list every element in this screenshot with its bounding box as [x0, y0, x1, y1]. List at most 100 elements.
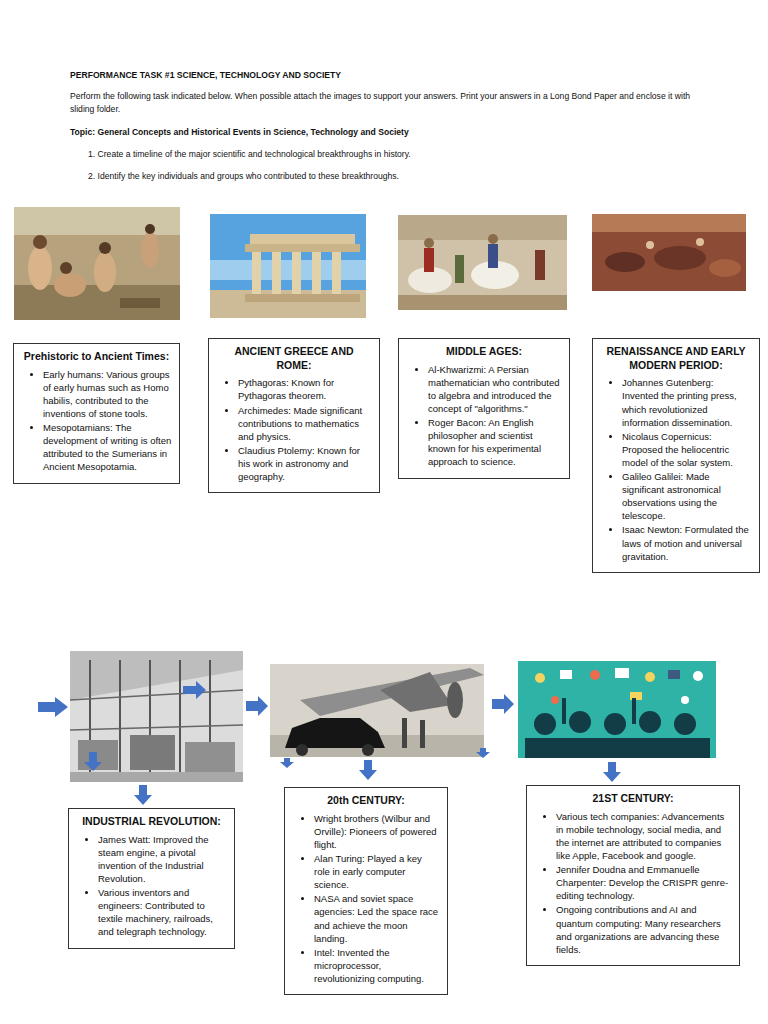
illustration-shape [312, 252, 321, 294]
contributor-item: Al-Khwarizmi: A Persian mathematician wh… [428, 363, 562, 415]
illustration-shape [639, 711, 661, 733]
illustration-shape [592, 214, 746, 291]
illustration-shape [179, 660, 181, 782]
illustration-shape [402, 718, 407, 748]
illustration-shape [296, 744, 308, 756]
contributor-item: Nicolaus Copernicus: Proposed the helioc… [622, 430, 752, 469]
illustration-shape [569, 711, 591, 733]
illustration-shape [28, 246, 52, 290]
illustration-shape [590, 670, 600, 680]
illustration-shape [398, 215, 567, 310]
illustration-shape [632, 698, 636, 724]
contributor-item: Alan Turing: Played a key role in early … [314, 852, 440, 891]
timeline-box: INDUSTRIAL REVOLUTION:James Watt: Improv… [68, 808, 235, 949]
illustration-shape [130, 735, 175, 770]
illustration-shape [332, 252, 341, 294]
illustration-shape [654, 246, 706, 270]
factory-engraving [70, 651, 243, 782]
illustration-shape [185, 742, 235, 772]
down-arrow [134, 785, 152, 805]
illustration-shape [646, 241, 654, 249]
era-heading: Prehistoric to Ancient Times: [21, 350, 172, 364]
timeline-box: 20th CENTURY: Wright brothers (Wilbur and… [284, 787, 448, 995]
contributor-item: Isaac Newton: Formulated the laws of mot… [622, 523, 752, 562]
illustration-shape [615, 668, 629, 678]
illustration-shape [14, 207, 180, 320]
contributor-list: Pythagoras: Known for Pythagoras theorem… [216, 376, 372, 483]
illustration-shape [210, 290, 366, 318]
document-title: PERFORMANCE TASK #1 SCIENCE, TECHNOLOGY … [70, 69, 720, 82]
illustration-shape [14, 285, 180, 320]
contributor-item: NASA and soviet space agencies: Led the … [314, 892, 440, 944]
contributor-list: Al-Khwarizmi: A Persian mathematician wh… [406, 363, 562, 469]
illustration-shape [272, 252, 281, 294]
contributor-item: Jennifer Doudna and Emmanuelle Charpente… [556, 863, 732, 902]
era-heading: 21ST CENTURY: [534, 792, 732, 806]
document-text: Perform the following task indicated bel… [70, 90, 710, 117]
contributor-item: Early humans: Various groups of early hu… [43, 368, 172, 420]
contributor-item: Johannes Gutenberg: Invented the printin… [622, 376, 752, 428]
illustration-shape [398, 215, 567, 240]
timeline-box: 21ST CENTURY: Various tech companies: Adv… [526, 785, 740, 966]
illustration-shape [60, 262, 72, 274]
illustration-shape [488, 234, 498, 244]
illustration-shape [252, 252, 261, 294]
illustration-shape [535, 250, 545, 280]
illustration-shape [14, 207, 180, 235]
illustration-shape [398, 295, 567, 310]
illustration-shape [245, 244, 360, 252]
illustration-shape [592, 214, 746, 232]
illustration-shape [70, 651, 243, 700]
contributor-item: Galileo Galilei: Made significant astron… [622, 470, 752, 522]
battle-painting [592, 214, 746, 291]
illustration-shape [447, 682, 463, 718]
illustration-shape [534, 713, 556, 735]
era-heading: ANCIENT GREECE AND ROME: [216, 345, 372, 372]
illustration-shape [120, 298, 160, 308]
illustration-shape [604, 713, 626, 735]
contributor-item: Roger Bacon: An English philosopher and … [428, 416, 562, 468]
greek-temple-photo [210, 214, 366, 318]
contributor-item: Mesopotamians: The development of writin… [43, 421, 172, 473]
era-heading: 20th CENTURY: [292, 794, 440, 808]
illustration-shape [424, 248, 434, 272]
illustration-shape [362, 744, 374, 756]
illustration-shape [33, 235, 47, 249]
contributor-list: Johannes Gutenberg: Invented the printin… [600, 376, 752, 563]
illustration-shape [424, 238, 434, 248]
right-arrow [183, 681, 206, 699]
illustration-shape [250, 234, 355, 244]
illustration-shape [674, 713, 696, 735]
contributor-item: Ongoing contributions and AI and quantum… [556, 903, 732, 955]
era-heading: MIDDLE AGES: [406, 345, 562, 359]
contributor-item: Intel: Invented the microprocessor, revo… [314, 946, 440, 985]
down-arrow [603, 762, 621, 782]
illustration-shape [668, 670, 680, 679]
contributor-item: Wright brothers (Wilbur and Orville): Pi… [314, 812, 440, 851]
contributor-list: Wright brothers (Wilbur and Orville): Pi… [292, 812, 440, 985]
era-heading: INDUSTRIAL REVOLUTION: [76, 815, 227, 829]
right-arrow [246, 696, 268, 716]
down-arrow [280, 758, 294, 768]
illustration-shape [488, 244, 498, 268]
contributor-item: Claudius Ptolemy: Known for his work in … [238, 444, 372, 483]
contributor-item: Archimedes: Made significant contributio… [238, 404, 372, 443]
illustration-shape [70, 725, 243, 730]
down-arrow [476, 748, 490, 758]
illustration-shape [145, 224, 155, 234]
illustration-shape [54, 273, 86, 297]
contributor-item: Various tech companies: Advancements in … [556, 810, 732, 862]
illustration-shape [285, 718, 385, 748]
illustration-shape [119, 660, 121, 782]
illustration-shape [551, 696, 559, 704]
illustration-shape [70, 690, 243, 700]
illustration-shape [455, 255, 464, 283]
contributor-item: Various inventors and engineers: Contrib… [98, 886, 227, 938]
illustration-shape [696, 238, 704, 246]
contributor-item: Pythagoras: Known for Pythagoras theorem… [238, 376, 372, 402]
illustration-shape [681, 696, 689, 704]
illustration-shape [380, 672, 452, 712]
era-heading: RENAISSANCE AND EARLY MODERN PERIOD: [600, 345, 752, 372]
illustration-shape [709, 259, 741, 277]
